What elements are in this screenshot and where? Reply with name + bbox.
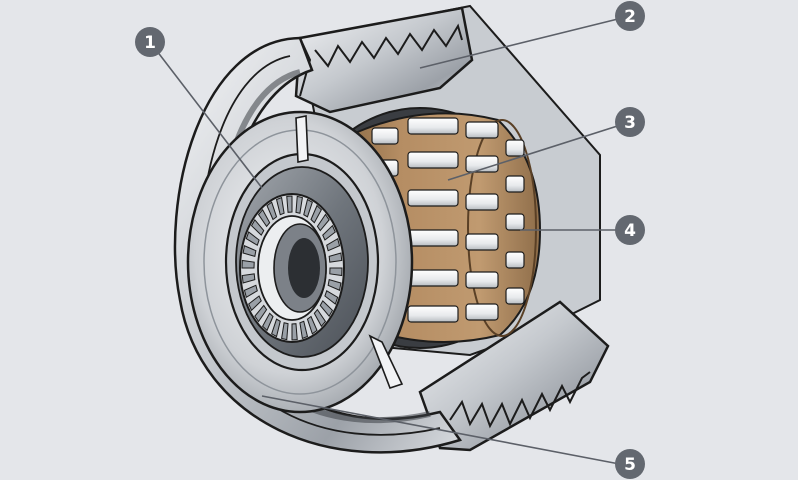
hub-spline-tooth	[328, 252, 343, 263]
splined-hub	[239, 193, 345, 343]
callout-label: 2	[624, 7, 636, 27]
needle-roller	[505, 251, 525, 269]
needle-roller	[465, 121, 499, 139]
needle-roller	[407, 117, 459, 135]
needle-roller	[465, 193, 499, 211]
hub-spline-tooth	[286, 195, 293, 213]
leader-line-3	[447, 121, 631, 181]
callout-2: 2	[615, 1, 645, 31]
callout-label: 3	[624, 113, 636, 133]
hub-spline-tooth	[327, 279, 342, 291]
callout-badge	[615, 449, 645, 479]
callout-badge	[615, 1, 645, 31]
callout-4: 4	[615, 215, 645, 245]
hub-spline-tooth	[245, 231, 260, 246]
hub-spline-tooth	[241, 259, 255, 269]
needle-roller	[371, 127, 399, 145]
hub-spline-tooth	[254, 304, 268, 323]
needle-roller	[407, 189, 459, 207]
needle-roller	[465, 303, 499, 321]
hub-spline-tooth	[299, 320, 309, 340]
hub-spline-tooth	[326, 237, 341, 252]
callout-badge	[615, 107, 645, 137]
hub-spline-tooth	[329, 267, 343, 277]
needle-roller	[505, 175, 525, 193]
callout-3: 3	[615, 107, 645, 137]
hub-spline-tooth	[322, 224, 336, 241]
needle-roller	[505, 139, 525, 157]
hub-spline-tooth	[275, 196, 285, 216]
hub-spline-tooth	[241, 273, 256, 284]
hub-spline-tooth	[250, 218, 265, 236]
hub-splines	[241, 195, 343, 341]
hub-spline-tooth	[248, 295, 262, 312]
needle-roller	[505, 213, 525, 231]
pulley-belt-groove-top	[294, 6, 474, 114]
hub-spline-tooth	[313, 308, 327, 328]
pulley-belt-groove-bottom	[418, 300, 610, 452]
hub-spline-tooth	[310, 204, 323, 224]
callout-label: 5	[624, 455, 636, 475]
leader-line-2	[419, 15, 631, 69]
hub-spline-tooth	[243, 284, 258, 299]
needle-roller	[505, 287, 525, 305]
hub-spline-tooth	[303, 198, 313, 218]
needle-roller	[465, 233, 499, 251]
leader-line-1	[149, 41, 263, 189]
callout-label: 1	[144, 33, 156, 53]
needle-roller	[465, 271, 499, 289]
needle-roller	[407, 229, 459, 247]
hub-spline-tooth	[319, 300, 334, 318]
needle-roller	[407, 151, 459, 169]
needle-roller	[407, 269, 459, 287]
leader-lines	[149, 15, 631, 467]
callout-label: 4	[624, 221, 636, 241]
hub-spline-tooth	[291, 323, 298, 341]
hub-spline-tooth	[242, 245, 257, 257]
hub-spline-tooth	[295, 195, 303, 214]
hub-spline-tooth	[281, 322, 289, 341]
callout-badge	[615, 215, 645, 245]
hub-spline-tooth	[324, 290, 339, 305]
leader-line-5	[261, 395, 631, 467]
hub-spline-tooth	[316, 213, 330, 232]
hub-spline-tooth	[306, 315, 318, 335]
callout-badge	[135, 27, 165, 57]
hub-spline-tooth	[271, 318, 281, 338]
hub-spline-tooth	[261, 312, 274, 332]
hub-spline-tooth	[266, 201, 278, 221]
callout-5: 5	[615, 449, 645, 479]
hub-spline-tooth	[257, 208, 271, 228]
needle-roller	[407, 305, 459, 323]
callout-1: 1	[135, 27, 165, 57]
